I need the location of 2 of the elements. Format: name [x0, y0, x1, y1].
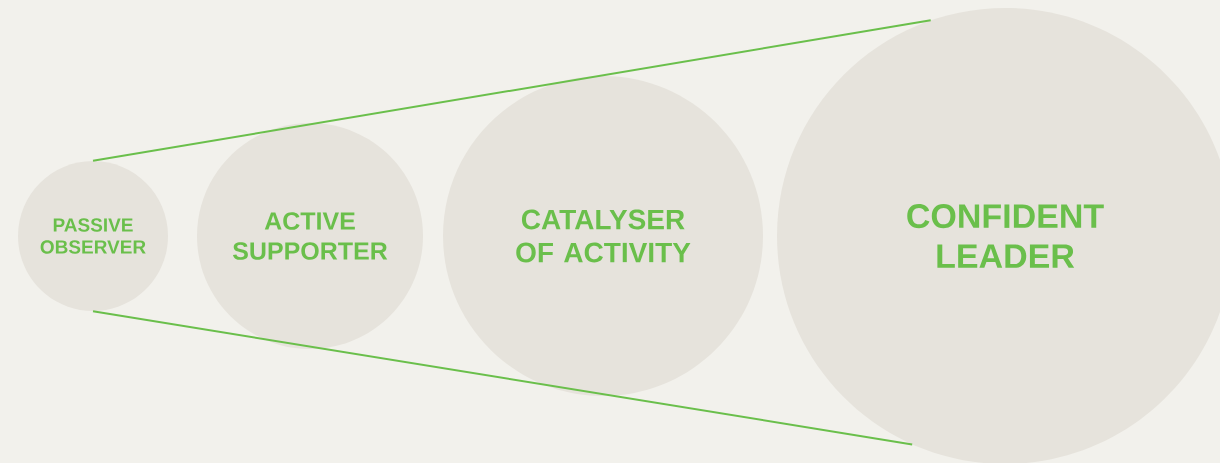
connecting-line — [92, 310, 914, 446]
connecting-line — [92, 19, 932, 162]
